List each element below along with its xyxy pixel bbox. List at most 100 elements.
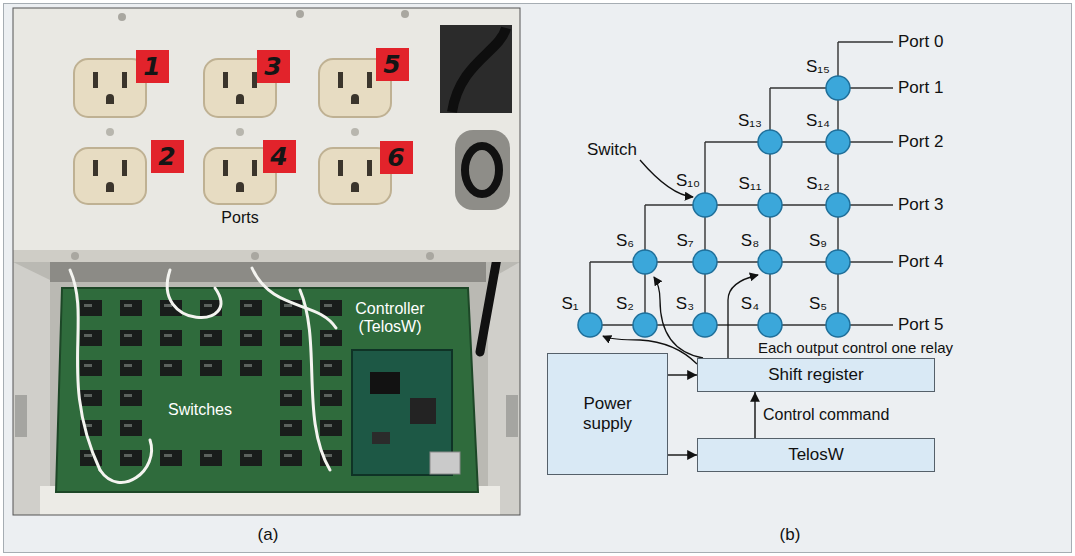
port-label: Port 1 [898,78,943,98]
outlet-screw [236,128,244,136]
outlet-slot [223,160,228,176]
port-number-sticker: 2 [151,140,184,173]
callout-text: Switch [587,140,637,160]
outlet-slot [338,160,343,176]
hinge-left [15,395,27,437]
outlet-ground [236,182,244,192]
switch-circle [578,313,602,337]
switch-label: S₅ [809,295,827,312]
relay-control-arrow [728,275,758,358]
port-label: Port 0 [898,32,943,52]
white-wire [167,270,221,318]
port-number-sticker: 4 [263,140,296,173]
screw [251,252,259,260]
white-wire [100,440,152,482]
switch-circle [758,313,782,337]
outlet-screw [106,128,114,136]
switch-label: S₁₄ [806,112,830,129]
outlet-ground [106,182,114,192]
switch-circle [693,313,717,337]
relay-row-top [80,300,342,376]
switch-label: S₆ [616,232,634,249]
hinge-right [506,395,518,437]
switch-circle [693,193,717,217]
process-box: TelosW [697,438,935,472]
node-text: 2 [158,144,175,169]
outlet-slot [367,72,372,88]
outlet-slot [223,72,228,88]
photo-label: Switches [168,401,232,419]
connector-label: Control command [763,406,889,424]
connector-arrow [668,454,697,455]
switch-circle [758,130,782,154]
controller-chip [372,432,390,444]
cable-opening [440,25,512,113]
node-text: 5 [383,52,400,77]
switch-label: S₁₃ [738,112,762,129]
photo-ground [13,8,520,515]
faceplate [13,8,520,262]
switch-label: S₇ [676,232,693,249]
switch-label: S₁₂ [806,175,830,192]
switch-circle [826,193,850,217]
outlet-slot [367,160,372,176]
port-number-sticker: 5 [376,48,409,81]
process-box: Power supply [547,353,668,475]
switch-circle [758,193,782,217]
connector-arrow [754,392,755,438]
screw [71,252,79,260]
node-text: TelosW [788,445,844,465]
switch-circle [826,130,850,154]
port-wire [838,41,893,42]
box-side-left [13,262,50,515]
port-label: Port 4 [898,252,943,272]
outlet-ground [106,94,114,104]
controller-chip [410,398,436,424]
leader-arrows [603,160,758,364]
callout-text: Each output control one relay [758,339,953,356]
outlet-slot [122,72,127,88]
outlet-backs [50,262,486,282]
outlet-ground [236,94,244,104]
switch-label: S₉ [809,232,827,249]
port-label: Port 3 [898,195,943,215]
screw [296,10,304,18]
outlet-ground [351,182,359,192]
screw [426,252,434,260]
node-text: Power supply [573,394,643,433]
ac-wires [70,268,336,482]
photo-illustration [13,8,520,515]
node-text: Shift register [768,365,863,385]
outlet-slot [93,160,98,176]
switch-circle [633,313,657,337]
switch-circle [826,250,850,274]
switch-label: S₁₁ [739,175,762,192]
relay-row-left [80,390,142,436]
switch-label: S₁₅ [806,58,830,75]
switch-label: S₄ [741,295,759,312]
node-text: 6 [387,145,404,170]
node-text: 3 [264,54,281,79]
connector-arrow [668,374,697,375]
outlet-slot [93,72,98,88]
photo-label: Controller (TelosW) [348,300,432,337]
figure-frame [4,4,1072,553]
switch-label: S₁ [561,295,578,312]
panel-label: (a) [258,525,279,545]
port-number-sticker: 3 [257,50,290,83]
port-label: Port 2 [898,132,943,152]
power-cable [452,28,506,112]
photo-border [13,8,520,515]
switch-circle [633,250,657,274]
switch-circle [758,250,782,274]
column-wire [704,142,705,325]
outlet-screw [351,128,359,136]
screw [401,10,409,18]
outlet-slot [122,160,127,176]
grommet [465,146,499,194]
switch-label: S₃ [676,295,694,312]
outlet-slot [338,72,343,88]
process-box: Shift register [697,358,935,392]
port-label: Port 5 [898,315,943,335]
